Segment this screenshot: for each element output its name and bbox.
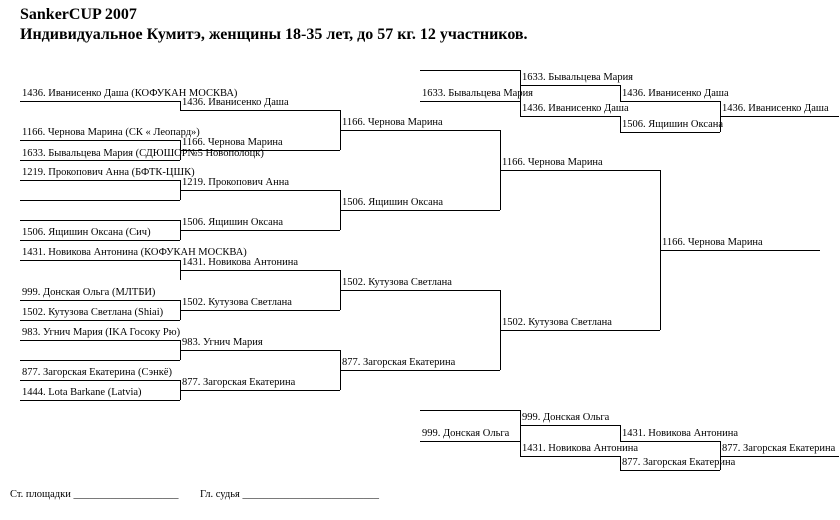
bracket-line [20,260,180,261]
participant-name: 983. Угнич Мария (IKA Госоку Рю) [22,327,181,338]
participant-name: 1506. Ящишин Оксана [342,197,444,208]
participant-name: 877. Загорская Екатерина (Сэнкё) [22,367,172,378]
participant-name: 999. Донская Ольга [422,428,510,439]
bracket-line [180,350,340,351]
participant-name: 1502. Кутузова Светлана [502,317,612,328]
bracket-line [180,270,340,271]
participant-name: 1633. Бывальцева Мария (СДЮШОР№5 Новопол… [22,148,264,159]
bracket-line [420,441,520,442]
chief-judge-signature: Гл. судья __________________________ [200,489,379,500]
bracket-line [180,190,340,191]
bracket-line [620,132,720,133]
bracket-line [720,456,839,457]
participant-name: 1436. Иванисенко Даша (КОФУКАН МОСКВА) [22,88,238,99]
bracket-line [420,70,520,71]
participant-name: 1431. Новикова Антонина (КОФУКАН МОСКВА) [22,247,247,258]
bracket-line [20,240,180,241]
bracket-connector [620,456,621,470]
participant-name: 983. Угнич Мария [182,337,263,348]
bracket-line [180,390,340,391]
participant-name: 1436. Иванисенко Даша [182,97,289,108]
bracket-line [500,170,660,171]
site-chief-signature: Ст. площадки ____________________ [10,489,179,500]
participant-name: 1431. Новикова Антонина [622,428,739,439]
participant-name: 1436. Иванисенко Даша [622,88,729,99]
bracket-line [20,300,180,301]
bracket-line [340,130,500,131]
bracket-connector [620,85,621,101]
participant-name: 877. Загорская Екатерина [342,357,456,368]
bracket-line [20,220,180,221]
bracket-line [20,160,180,161]
bracket-line [180,110,340,111]
participant-name: 1431. Новикова Антонина [182,257,299,268]
participant-name: 999. Донская Ольга (МЛТБИ) [22,287,156,298]
bracket-line [520,85,620,86]
winner-name: 1436. Иванисенко Даша [722,103,829,114]
participant-name: 1219. Прокопович Анна (БФТК-ЦШК) [22,167,195,178]
bracket-connector [620,116,621,132]
bracket-line [180,150,340,151]
participant-name: 1166. Чернова Марина [182,137,283,148]
bracket-connector [520,441,521,456]
participant-name: 1166. Чернова Марина (СК « Леопард») [22,127,200,138]
bracket-line [520,456,620,457]
page-title: SankerCUP 2007 [20,6,137,23]
bracket-line [340,370,500,371]
participant-name: 1502. Кутузова Светлана [342,277,452,288]
bracket-line [340,210,500,211]
bracket-line [20,380,180,381]
bracket-line [20,200,180,201]
bracket-line [20,140,180,141]
participant-name: 1506. Ящишин Оксана [622,119,724,130]
bracket-connector [180,101,181,110]
bracket-connector [720,441,721,470]
participant-name: 877. Загорская Екатерина [182,377,296,388]
participant-name: 1431. Новикова Антонина [522,443,639,454]
participant-name: 999. Донская Ольга [522,412,610,423]
bracket-line [720,116,839,117]
bracket-line [20,400,180,401]
bracket-connector [520,101,521,116]
participant-name: 1166. Чернова Марина [502,157,603,168]
bracket-line [340,290,500,291]
bracket-line [20,340,180,341]
participant-name: 877. Загорская Екатерина [622,457,736,468]
participant-name: 1506. Ящишин Оксана (Сич) [22,227,151,238]
bracket-line [20,320,180,321]
winner-name: 1166. Чернова Марина [662,237,763,248]
bracket-line [20,360,180,361]
participant-name: 1219. Прокопович Анна [182,177,289,188]
bracket-line [420,410,520,411]
bracket-line [660,250,820,251]
participant-name: 1633. Бывальцева Мария [422,88,534,99]
bracket-connector [620,425,621,441]
participant-name: 1444. Lota Barkane (Latvia) [22,387,142,398]
bracket-line [180,230,340,231]
participant-name: 1166. Чернова Марина [342,117,443,128]
participant-name: 1633. Бывальцева Мария [522,72,634,83]
participant-name: 1502. Кутузова Светлана [182,297,292,308]
bracket-line [620,470,720,471]
bracket-line [180,310,340,311]
bracket-line [20,101,180,102]
bracket-line [420,101,520,102]
bracket-line [500,330,660,331]
participant-name: 1502. Кутузова Светлана (Shiai) [22,307,164,318]
winner-name: 877. Загорская Екатерина [722,443,836,454]
participant-name: 1506. Ящишин Оксана [182,217,284,228]
bracket-line [620,441,720,442]
page-subtitle: Индивидуальное Кумитэ, женщины 18-35 лет… [20,26,528,43]
bracket-line [620,101,720,102]
bracket-line [20,180,180,181]
bracket-line [520,116,620,117]
bracket-line [520,425,620,426]
participant-name: 1436. Иванисенко Даша [522,103,629,114]
